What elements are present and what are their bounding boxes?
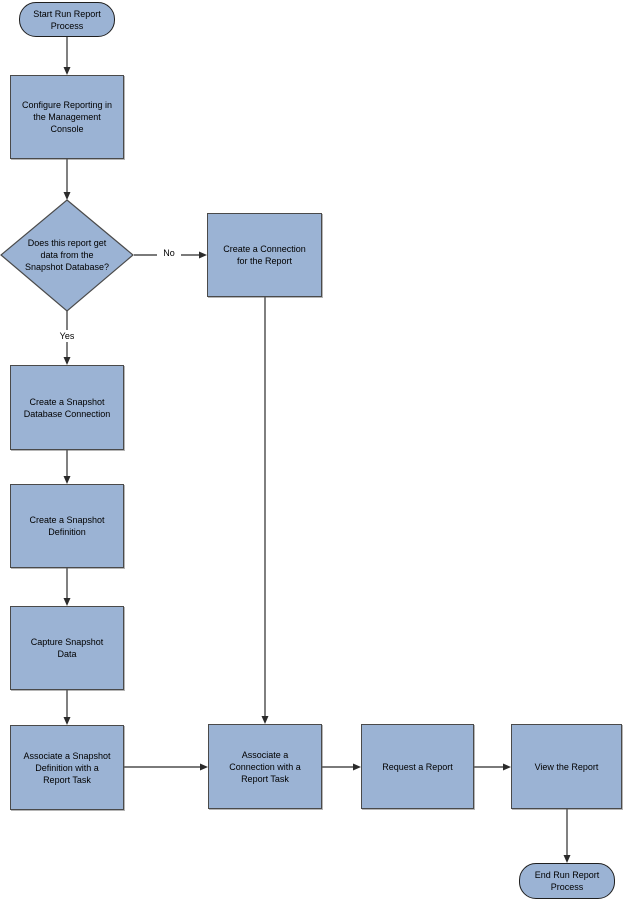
connector-arrowheads — [63, 67, 571, 863]
associate-connection-node: Associate a Connection with a Report Tas… — [208, 724, 322, 809]
view-report-node: View the Report — [511, 724, 622, 809]
create-snapshot-database-connection-node: Create a Snapshot Database Connection — [10, 365, 124, 450]
edge-label-no: No — [157, 247, 181, 259]
end-node: End Run Report Process — [519, 863, 615, 899]
configure-reporting-node: Configure Reporting in the Management Co… — [10, 75, 124, 159]
create-snapshot-definition-node: Create a Snapshot Definition — [10, 484, 124, 568]
request-report-node: Request a Report — [361, 724, 474, 809]
start-node: Start Run Report Process — [19, 2, 115, 37]
associate-snapshot-definition-node: Associate a Snapshot Definition with a R… — [10, 725, 124, 810]
edge-label-yes: Yes — [54, 330, 80, 342]
decision-node: Does this report get data from the Snaps… — [24, 238, 110, 272]
capture-snapshot-data-node: Capture Snapshot Data — [10, 606, 124, 690]
create-connection-for-report-node: Create a Connection for the Report — [207, 213, 322, 297]
